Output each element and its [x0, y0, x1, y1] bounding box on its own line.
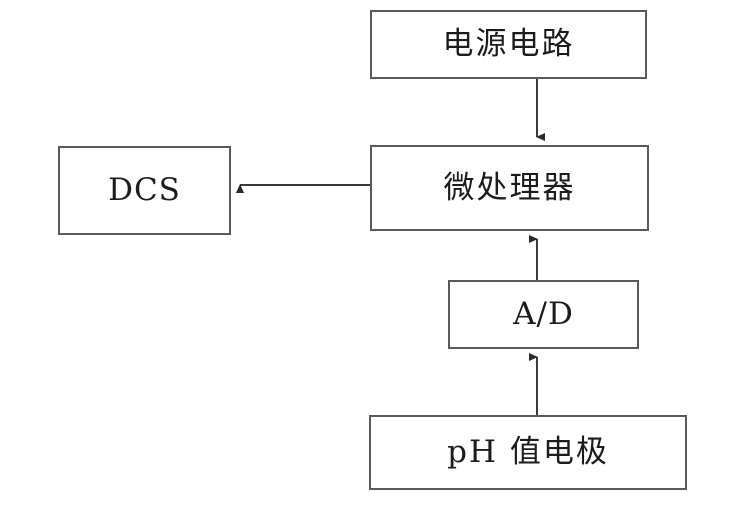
node-power-circuit[interactable]: 电源电路 — [370, 10, 647, 79]
node-dcs-label: DCS — [108, 172, 181, 208]
node-microprocessor-label: 微处理器 — [443, 169, 576, 206]
node-ad-converter[interactable]: A/D — [448, 280, 639, 349]
node-ph-electrode[interactable]: pH 值电极 — [369, 415, 687, 490]
node-ph-electrode-label: pH 值电极 — [447, 434, 609, 470]
node-power-circuit-label: 电源电路 — [442, 26, 575, 62]
node-ad-converter-label: A/D — [513, 296, 574, 332]
node-microprocessor[interactable]: 微处理器 — [370, 145, 649, 231]
node-dcs[interactable]: DCS — [58, 146, 231, 235]
